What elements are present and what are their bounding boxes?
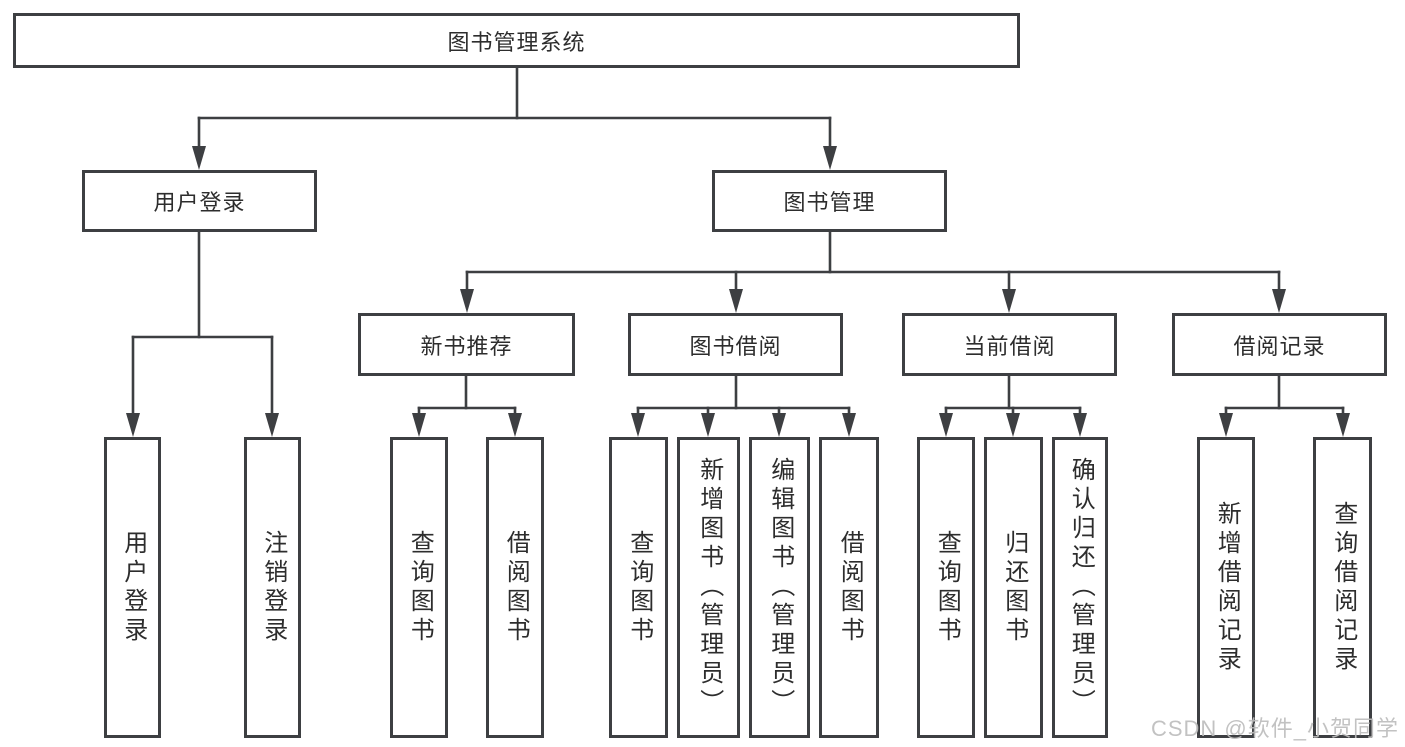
leaf-add-borrow-record: 新增借阅记录 (1197, 437, 1255, 738)
arrow-down-icon (701, 413, 715, 437)
arrow-down-icon (1002, 289, 1016, 313)
arrow-down-icon (460, 289, 474, 313)
leaf-logout: 注销登录 (244, 437, 301, 738)
node-book-management: 图书管理 (712, 170, 947, 232)
node-current-borrowing: 当前借阅 (902, 313, 1117, 376)
arrow-down-icon (265, 413, 279, 437)
arrow-down-icon (1219, 413, 1233, 437)
leaf-user-login: 用户登录 (104, 437, 161, 738)
arrow-down-icon (126, 413, 140, 437)
arrow-down-icon (1073, 413, 1087, 437)
node-borrowing-records: 借阅记录 (1172, 313, 1387, 376)
arrow-down-icon (772, 413, 786, 437)
csdn-watermark: CSDN @软件_小贺同学 (1150, 716, 1399, 741)
node-library-management-system: 图书管理系统 (13, 13, 1020, 68)
arrow-down-icon (842, 413, 856, 437)
node-book-borrowing: 图书借阅 (628, 313, 843, 376)
leaf-edit-book-admin: 编辑图书（管理员） (749, 437, 810, 738)
arrow-down-icon (412, 413, 426, 437)
node-new-book-recommendation: 新书推荐 (358, 313, 575, 376)
leaf-return-book: 归还图书 (984, 437, 1043, 738)
leaf-borrow-books-recommend: 借阅图书 (486, 437, 544, 738)
leaf-confirm-return-admin: 确认归还（管理员） (1052, 437, 1108, 738)
arrow-down-icon (508, 413, 522, 437)
leaf-query-books-current: 查询图书 (917, 437, 975, 738)
arrow-down-icon (939, 413, 953, 437)
arrow-down-icon (1006, 413, 1020, 437)
arrow-down-icon (1336, 413, 1350, 437)
arrow-down-icon (1272, 289, 1286, 313)
leaf-borrow-books: 借阅图书 (819, 437, 879, 738)
leaf-query-books-borrowing: 查询图书 (609, 437, 668, 738)
leaf-query-borrow-record: 查询借阅记录 (1313, 437, 1372, 738)
node-user-login: 用户登录 (82, 170, 317, 232)
leaf-add-book-admin: 新增图书（管理员） (677, 437, 740, 738)
arrow-down-icon (192, 146, 206, 170)
arrow-down-icon (729, 289, 743, 313)
leaf-query-books-recommend: 查询图书 (390, 437, 448, 738)
arrow-down-icon (823, 146, 837, 170)
arrow-down-icon (631, 413, 645, 437)
